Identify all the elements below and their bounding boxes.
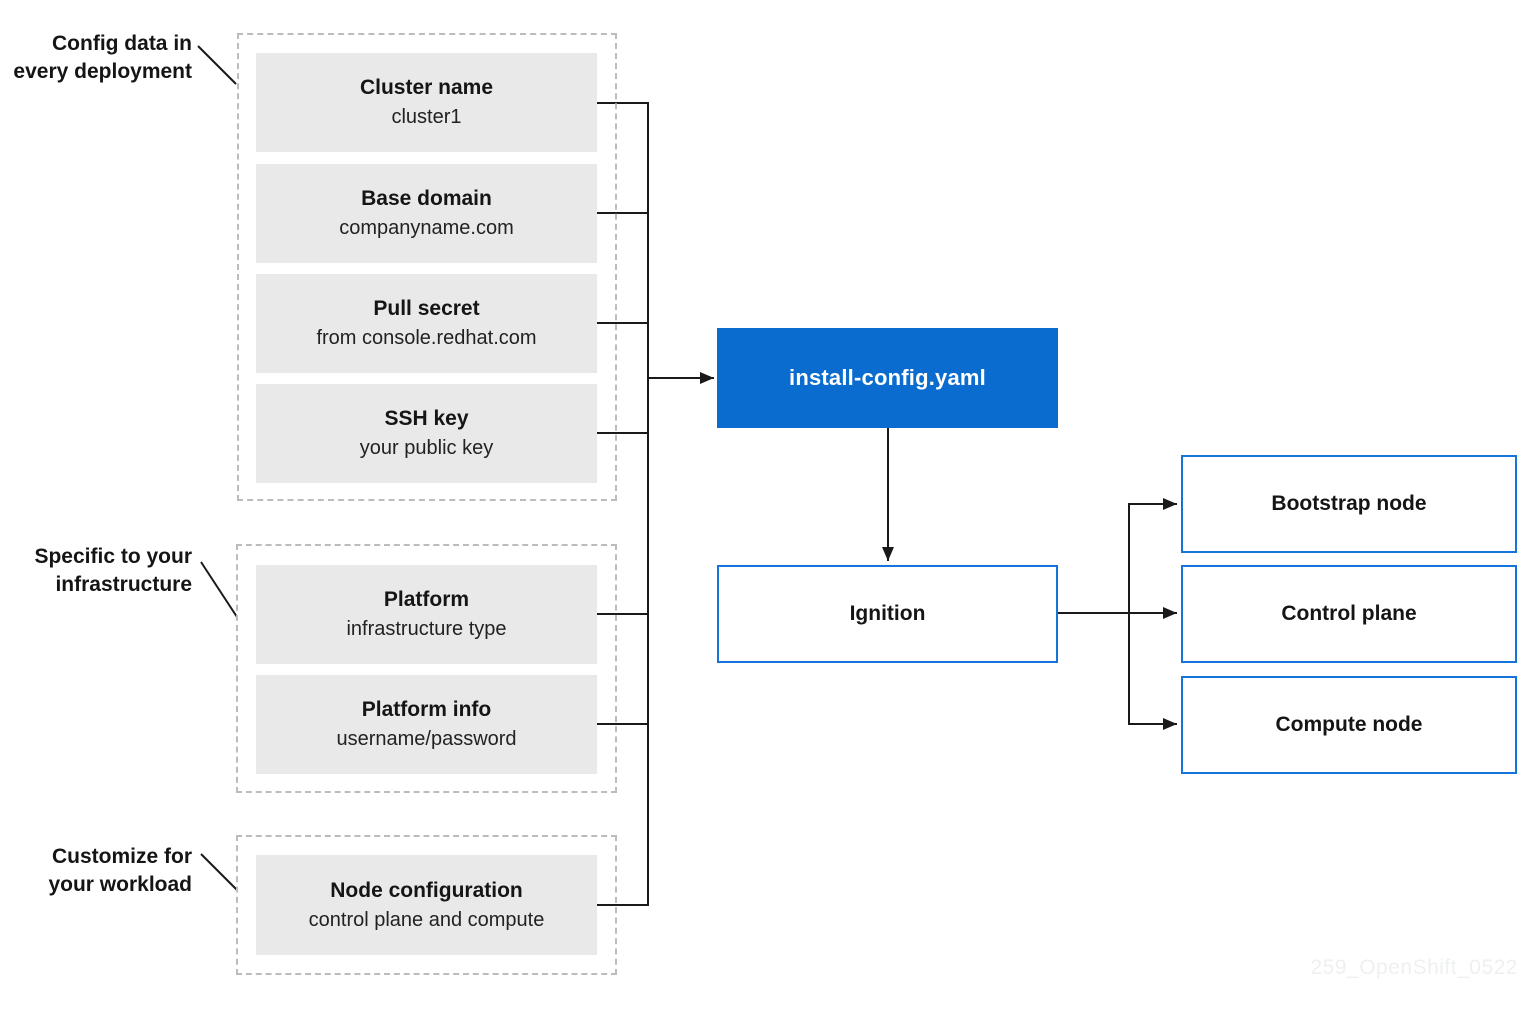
annotation-line: your workload <box>48 873 192 896</box>
node-install-config-yaml: install-config.yaml <box>717 328 1058 428</box>
annotation-line: every deployment <box>13 60 192 83</box>
node-subtitle: companyname.com <box>339 217 514 239</box>
node-control-plane: Control plane <box>1181 565 1517 663</box>
annotation-line: Customize for <box>51 845 192 868</box>
node-subtitle: username/password <box>336 728 517 750</box>
node-label: Compute node <box>1275 713 1423 736</box>
node-title: Node configuration <box>330 878 523 902</box>
annotation-line: infrastructure <box>55 573 192 596</box>
node-subtitle: cluster1 <box>391 106 462 128</box>
node-title: Platform info <box>361 698 492 721</box>
node-ignition: Ignition <box>717 565 1058 663</box>
annotation-config-data: Config data in every deployment <box>0 30 192 86</box>
node-platform: Platform infrastructure type <box>256 565 597 664</box>
annotation-line: Config data in <box>52 32 192 55</box>
node-title: Pull secret <box>373 297 480 320</box>
node-title: Platform <box>383 588 470 611</box>
annotation-line: Specific to your <box>34 545 192 568</box>
node-title: SSH key <box>384 407 469 430</box>
node-pull-secret: Pull secret from console.redhat.com <box>256 274 597 373</box>
node-subtitle: control plane and compute <box>308 908 545 931</box>
node-label: Bootstrap node <box>1271 492 1427 515</box>
pointer-line-customize <box>200 853 238 891</box>
node-node-configuration: Node configuration control plane and com… <box>256 855 597 955</box>
group-config-data <box>237 33 617 501</box>
node-label: install-config.yaml <box>789 365 986 390</box>
node-platform-info: Platform info username/password <box>256 675 597 774</box>
annotation-specific-infrastructure: Specific to your infrastructure <box>0 543 192 599</box>
pointer-line-specific <box>200 561 238 618</box>
node-label: Control plane <box>1281 602 1417 625</box>
node-title: Base domain <box>361 187 492 210</box>
node-cluster-name: Cluster name cluster1 <box>256 53 597 152</box>
node-label: Ignition <box>849 602 926 625</box>
pointer-line-config-data <box>197 45 237 85</box>
node-base-domain: Base domain companyname.com <box>256 164 597 263</box>
annotation-customize-workload: Customize for your workload <box>0 843 192 899</box>
node-title: Cluster name <box>359 76 494 99</box>
group-specific-infrastructure <box>236 544 617 793</box>
node-ssh-key: SSH key your public key <box>256 384 597 483</box>
node-bootstrap: Bootstrap node <box>1181 455 1517 553</box>
node-subtitle: from console.redhat.com <box>316 327 537 349</box>
node-subtitle: infrastructure type <box>346 618 507 640</box>
node-subtitle: your public key <box>359 437 494 459</box>
group-customize-workload <box>236 835 617 975</box>
watermark: 259_OpenShift_0522 <box>1310 956 1518 979</box>
node-compute: Compute node <box>1181 676 1517 774</box>
